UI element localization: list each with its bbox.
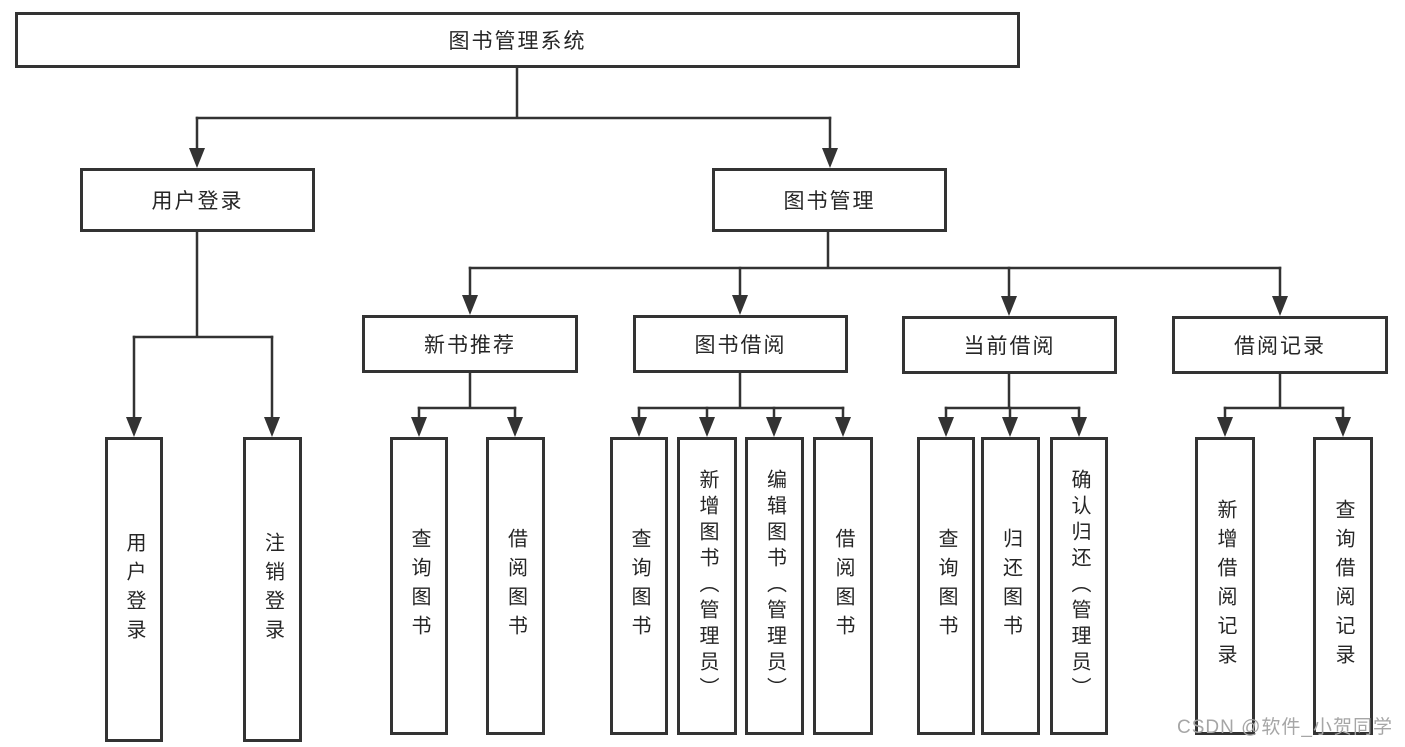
leaf-borrow-query-books-label: 查询图书 <box>628 528 650 644</box>
leaf-logout: 注销登录 <box>243 437 302 742</box>
leaf-recommend-query-books-label: 查询图书 <box>408 528 430 644</box>
leaf-borrow-add-books: 新增图书（管理员） <box>677 437 737 735</box>
leaf-borrow-query-books: 查询图书 <box>610 437 668 735</box>
leaf-logout-label: 注销登录 <box>261 531 284 648</box>
leaf-user-login-label: 用户登录 <box>123 531 145 648</box>
leaf-records-query-record-label: 查询借阅记录 <box>1332 499 1354 673</box>
node-user-login: 用户登录 <box>80 168 315 232</box>
node-current-borrowing: 当前借阅 <box>902 316 1117 374</box>
node-new-book-recommend-label: 新书推荐 <box>424 334 516 357</box>
node-root: 图书管理系统 <box>15 12 1020 68</box>
node-book-management: 图书管理 <box>712 168 947 232</box>
node-book-borrowing-label: 图书借阅 <box>694 334 787 357</box>
node-book-borrowing: 图书借阅 <box>633 315 848 373</box>
leaf-current-query-books: 查询图书 <box>917 437 975 735</box>
leaf-recommend-borrow-books-label: 借阅图书 <box>504 528 527 644</box>
leaf-current-confirm-return: 确认归还（管理员） <box>1050 437 1108 735</box>
leaf-records-query-record: 查询借阅记录 <box>1313 437 1373 735</box>
node-book-management-label: 图书管理 <box>783 190 876 213</box>
node-current-borrowing-label: 当前借阅 <box>963 335 1056 358</box>
node-root-label: 图书管理系统 <box>448 30 587 53</box>
leaf-current-query-books-label: 查询图书 <box>935 528 957 644</box>
leaf-borrow-edit-books-label: 编辑图书（管理员） <box>763 469 786 703</box>
leaf-borrow-add-books-label: 新增图书（管理员） <box>696 469 718 703</box>
node-borrowing-records: 借阅记录 <box>1172 316 1388 374</box>
leaf-records-add-record: 新增借阅记录 <box>1195 437 1255 735</box>
leaf-current-return-books-label: 归还图书 <box>999 528 1022 644</box>
leaf-recommend-query-books: 查询图书 <box>390 437 448 735</box>
leaf-current-return-books: 归还图书 <box>981 437 1040 735</box>
leaf-borrow-borrow-books-label: 借阅图书 <box>832 528 854 644</box>
leaf-user-login: 用户登录 <box>105 437 163 742</box>
node-borrowing-records-label: 借阅记录 <box>1234 335 1326 358</box>
leaf-borrow-borrow-books: 借阅图书 <box>813 437 873 735</box>
node-user-login-label: 用户登录 <box>151 190 244 213</box>
leaf-borrow-edit-books: 编辑图书（管理员） <box>745 437 804 735</box>
leaf-recommend-borrow-books: 借阅图书 <box>486 437 545 735</box>
leaf-records-add-record-label: 新增借阅记录 <box>1214 499 1236 673</box>
watermark: CSDN @软件_小贺同学 <box>1177 717 1393 738</box>
leaf-current-confirm-return-label: 确认归还（管理员） <box>1068 469 1090 703</box>
node-new-book-recommend: 新书推荐 <box>362 315 578 373</box>
